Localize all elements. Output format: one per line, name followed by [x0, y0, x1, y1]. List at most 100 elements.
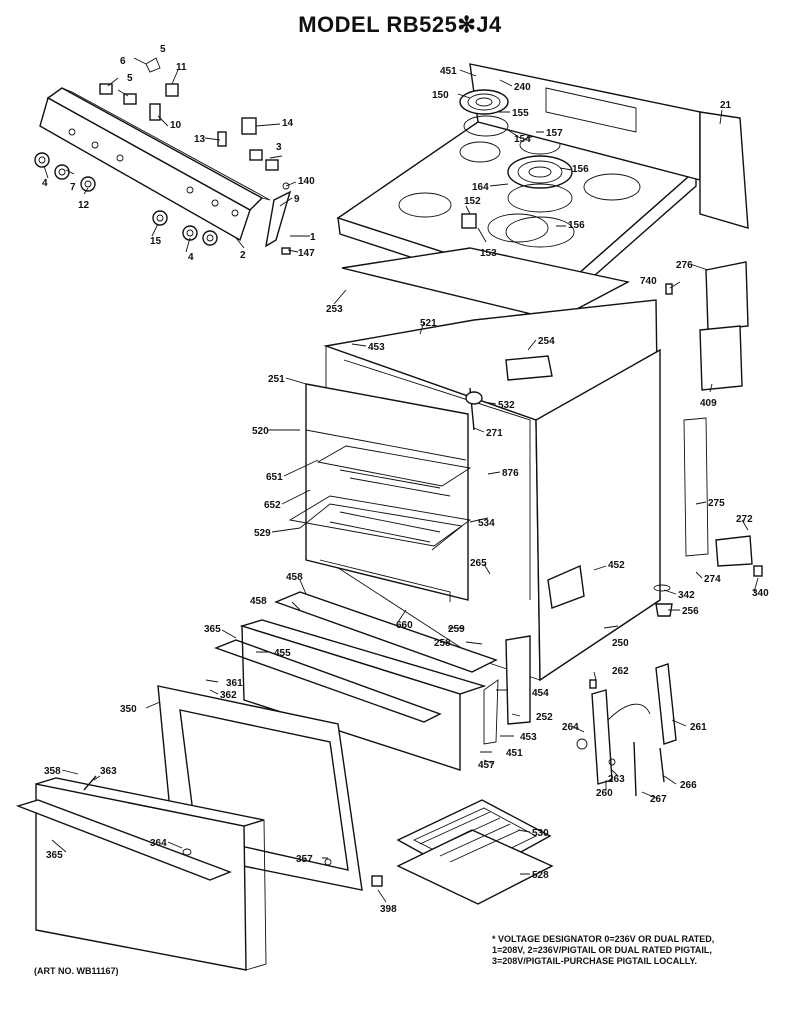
part-label: 156 — [568, 220, 585, 231]
part-label: 651 — [266, 472, 283, 483]
part-label: 6 — [120, 56, 126, 67]
part-label: 12 — [78, 200, 90, 211]
part-label: 365 — [204, 624, 221, 635]
part-label: 357 — [296, 854, 313, 865]
part-label: 150 — [432, 90, 449, 101]
part-label: 152 — [464, 196, 481, 207]
part-label: 409 — [700, 398, 717, 409]
part-label: 458 — [250, 596, 267, 607]
part-label: 454 — [532, 688, 549, 699]
part-label: 7 — [70, 182, 76, 193]
leader-lines — [43, 57, 759, 903]
voltage-note-line: 1=208V, 2=236V/PIGTAIL OR DUAL RATED PIG… — [492, 945, 712, 955]
part-label: 266 — [680, 780, 697, 791]
part-label: 11 — [176, 62, 187, 73]
part-label: 660 — [396, 620, 413, 631]
part-label: 4 — [188, 252, 194, 263]
part-label: 13 — [194, 134, 206, 145]
part-label: 521 — [420, 318, 437, 329]
model-title: MODEL RB525✻J4 — [298, 12, 502, 37]
part-label: 154 — [514, 134, 531, 145]
part-label: 3 — [276, 142, 282, 153]
part-label: 259 — [448, 624, 465, 635]
part-label: 164 — [472, 182, 489, 193]
broiler-drawer — [214, 591, 531, 771]
part-label: 5 — [127, 73, 133, 84]
control-panel — [39, 87, 271, 242]
part-label: 457 — [478, 760, 495, 771]
part-label: 260 — [596, 788, 613, 799]
voltage-note: * VOLTAGE DESIGNATOR 0=236V OR DUAL RATE… — [492, 934, 792, 967]
part-label: 251 — [268, 374, 285, 385]
control-knobs — [34, 152, 218, 246]
part-label: 153 — [480, 248, 497, 259]
bake-element — [465, 355, 553, 431]
surface-elements — [459, 89, 575, 248]
part-label: 263 — [608, 774, 625, 785]
door-hinges — [576, 663, 677, 797]
part-label: 272 — [736, 514, 753, 525]
part-label: 271 — [486, 428, 503, 439]
part-label: 652 — [264, 500, 281, 511]
part-label: 21 — [720, 100, 732, 111]
part-label: 276 — [676, 260, 693, 271]
part-label: 452 — [608, 560, 625, 571]
voltage-note-line: 3=208V/PIGTAIL-PURCHASE PIGTAIL LOCALLY. — [492, 956, 697, 966]
part-label: 250 — [612, 638, 629, 649]
part-label: 15 — [150, 236, 162, 247]
part-label: 458 — [286, 572, 303, 583]
part-label: 10 — [170, 120, 182, 131]
part-label: 267 — [650, 794, 667, 805]
part-label: 362 — [220, 690, 237, 701]
part-label: 14 — [282, 118, 294, 129]
part-label: 365 — [46, 850, 63, 861]
part-label: 254 — [538, 336, 555, 347]
part-label: 147 — [298, 248, 315, 259]
part-label: 364 — [150, 838, 167, 849]
part-label: 876 — [502, 468, 519, 479]
part-label: 9 — [294, 194, 300, 205]
part-label: 363 — [100, 766, 117, 777]
part-label: 529 — [254, 528, 271, 539]
part-label: 342 — [678, 590, 695, 601]
part-label: 155 — [512, 108, 529, 119]
switch-parts — [99, 57, 292, 255]
part-label: 740 — [640, 276, 657, 287]
part-label: 156 — [572, 164, 589, 175]
part-label: 262 — [612, 666, 629, 677]
part-number-labels: 5 6 5 11 10 14 13 3 4 7 12 15 4 2 140 9 … — [42, 44, 769, 915]
part-label: 256 — [682, 606, 699, 617]
part-label: 264 — [562, 722, 579, 733]
voltage-note-line: * VOLTAGE DESIGNATOR 0=236V OR DUAL RATE… — [492, 934, 715, 944]
oven-liner-and-racks — [288, 383, 472, 602]
part-label: 532 — [498, 400, 515, 411]
part-label: 361 — [226, 678, 243, 689]
oven-door — [15, 685, 383, 971]
part-label: 453 — [368, 342, 385, 353]
part-label: 340 — [752, 588, 769, 599]
part-label: 451 — [440, 66, 457, 77]
part-label: 265 — [470, 558, 487, 569]
part-label: 534 — [478, 518, 495, 529]
part-label: 1 — [310, 232, 316, 243]
part-label: 140 — [298, 176, 315, 187]
part-label: 530 — [532, 828, 549, 839]
part-label: 455 — [274, 648, 291, 659]
part-label: 358 — [44, 766, 61, 777]
part-label: 453 — [520, 732, 537, 743]
part-label: 350 — [120, 704, 137, 715]
part-label: 451 — [506, 748, 523, 759]
part-label: 4 — [42, 178, 48, 189]
part-label: 258 — [434, 638, 451, 649]
art-number: (ART NO. WB11167) — [34, 966, 119, 976]
rear-panel — [469, 63, 749, 229]
part-label: 398 — [380, 904, 397, 915]
part-label: 253 — [326, 304, 343, 315]
cooktop-tray — [341, 247, 631, 321]
part-label: 240 — [514, 82, 531, 93]
part-label: 275 — [708, 498, 725, 509]
part-label: 5 — [160, 44, 166, 55]
part-label: 157 — [546, 128, 563, 139]
